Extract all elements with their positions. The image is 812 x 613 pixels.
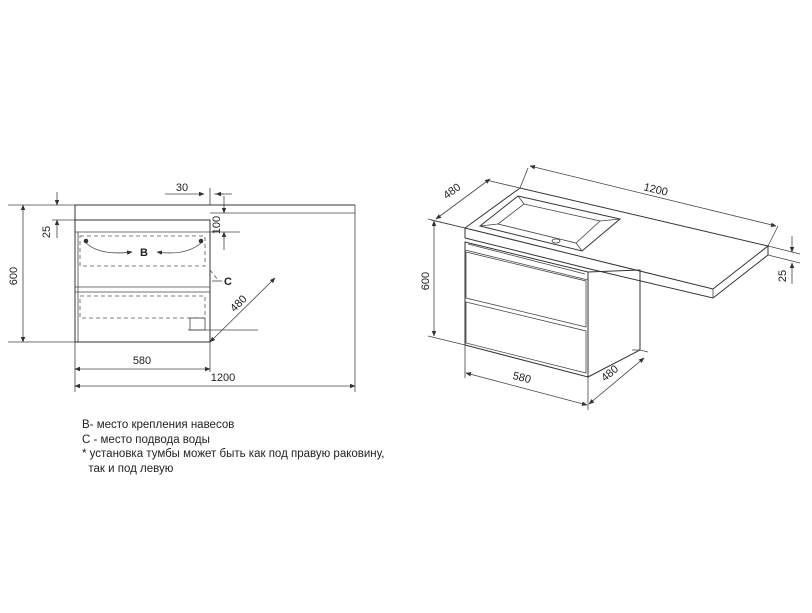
note-c: С - место подвода воды — [82, 433, 210, 446]
iso-dim-cabinet-480: 480 — [599, 363, 621, 384]
label-b: B — [140, 247, 148, 259]
dim-depth-480: 480 — [228, 293, 249, 314]
label-c: C — [224, 276, 232, 288]
iso-dim-width-1200: 1200 — [642, 181, 669, 198]
iso-dim-cabinet-580: 580 — [511, 370, 532, 386]
iso-dim-height-600: 600 — [420, 272, 432, 290]
notes: B- место крепления навесов С - место под… — [82, 418, 384, 476]
note-b: B- место крепления навесов — [82, 419, 235, 431]
dim-drawer-100: 100 — [211, 216, 223, 234]
dim-total-1200: 1200 — [211, 372, 235, 384]
iso-dim-depth-480-top: 480 — [441, 181, 463, 201]
iso-dim-top-25: 25 — [777, 270, 789, 282]
front-view: B C 600 25 30 100 580 1200 — [8, 182, 356, 392]
dim-height-600: 600 — [8, 267, 20, 285]
mount-point-right — [198, 238, 204, 244]
dim-top-25: 25 — [41, 226, 53, 238]
note-install-cont: так и под левую — [82, 462, 174, 475]
iso-view: 1200 480 600 25 580 480 — [420, 165, 801, 410]
dim-offset-30: 30 — [176, 182, 188, 194]
dim-cabinet-580: 580 — [133, 355, 151, 367]
mount-point-left — [83, 238, 89, 244]
note-install: * установка тумбы может быть как под пра… — [82, 448, 385, 460]
